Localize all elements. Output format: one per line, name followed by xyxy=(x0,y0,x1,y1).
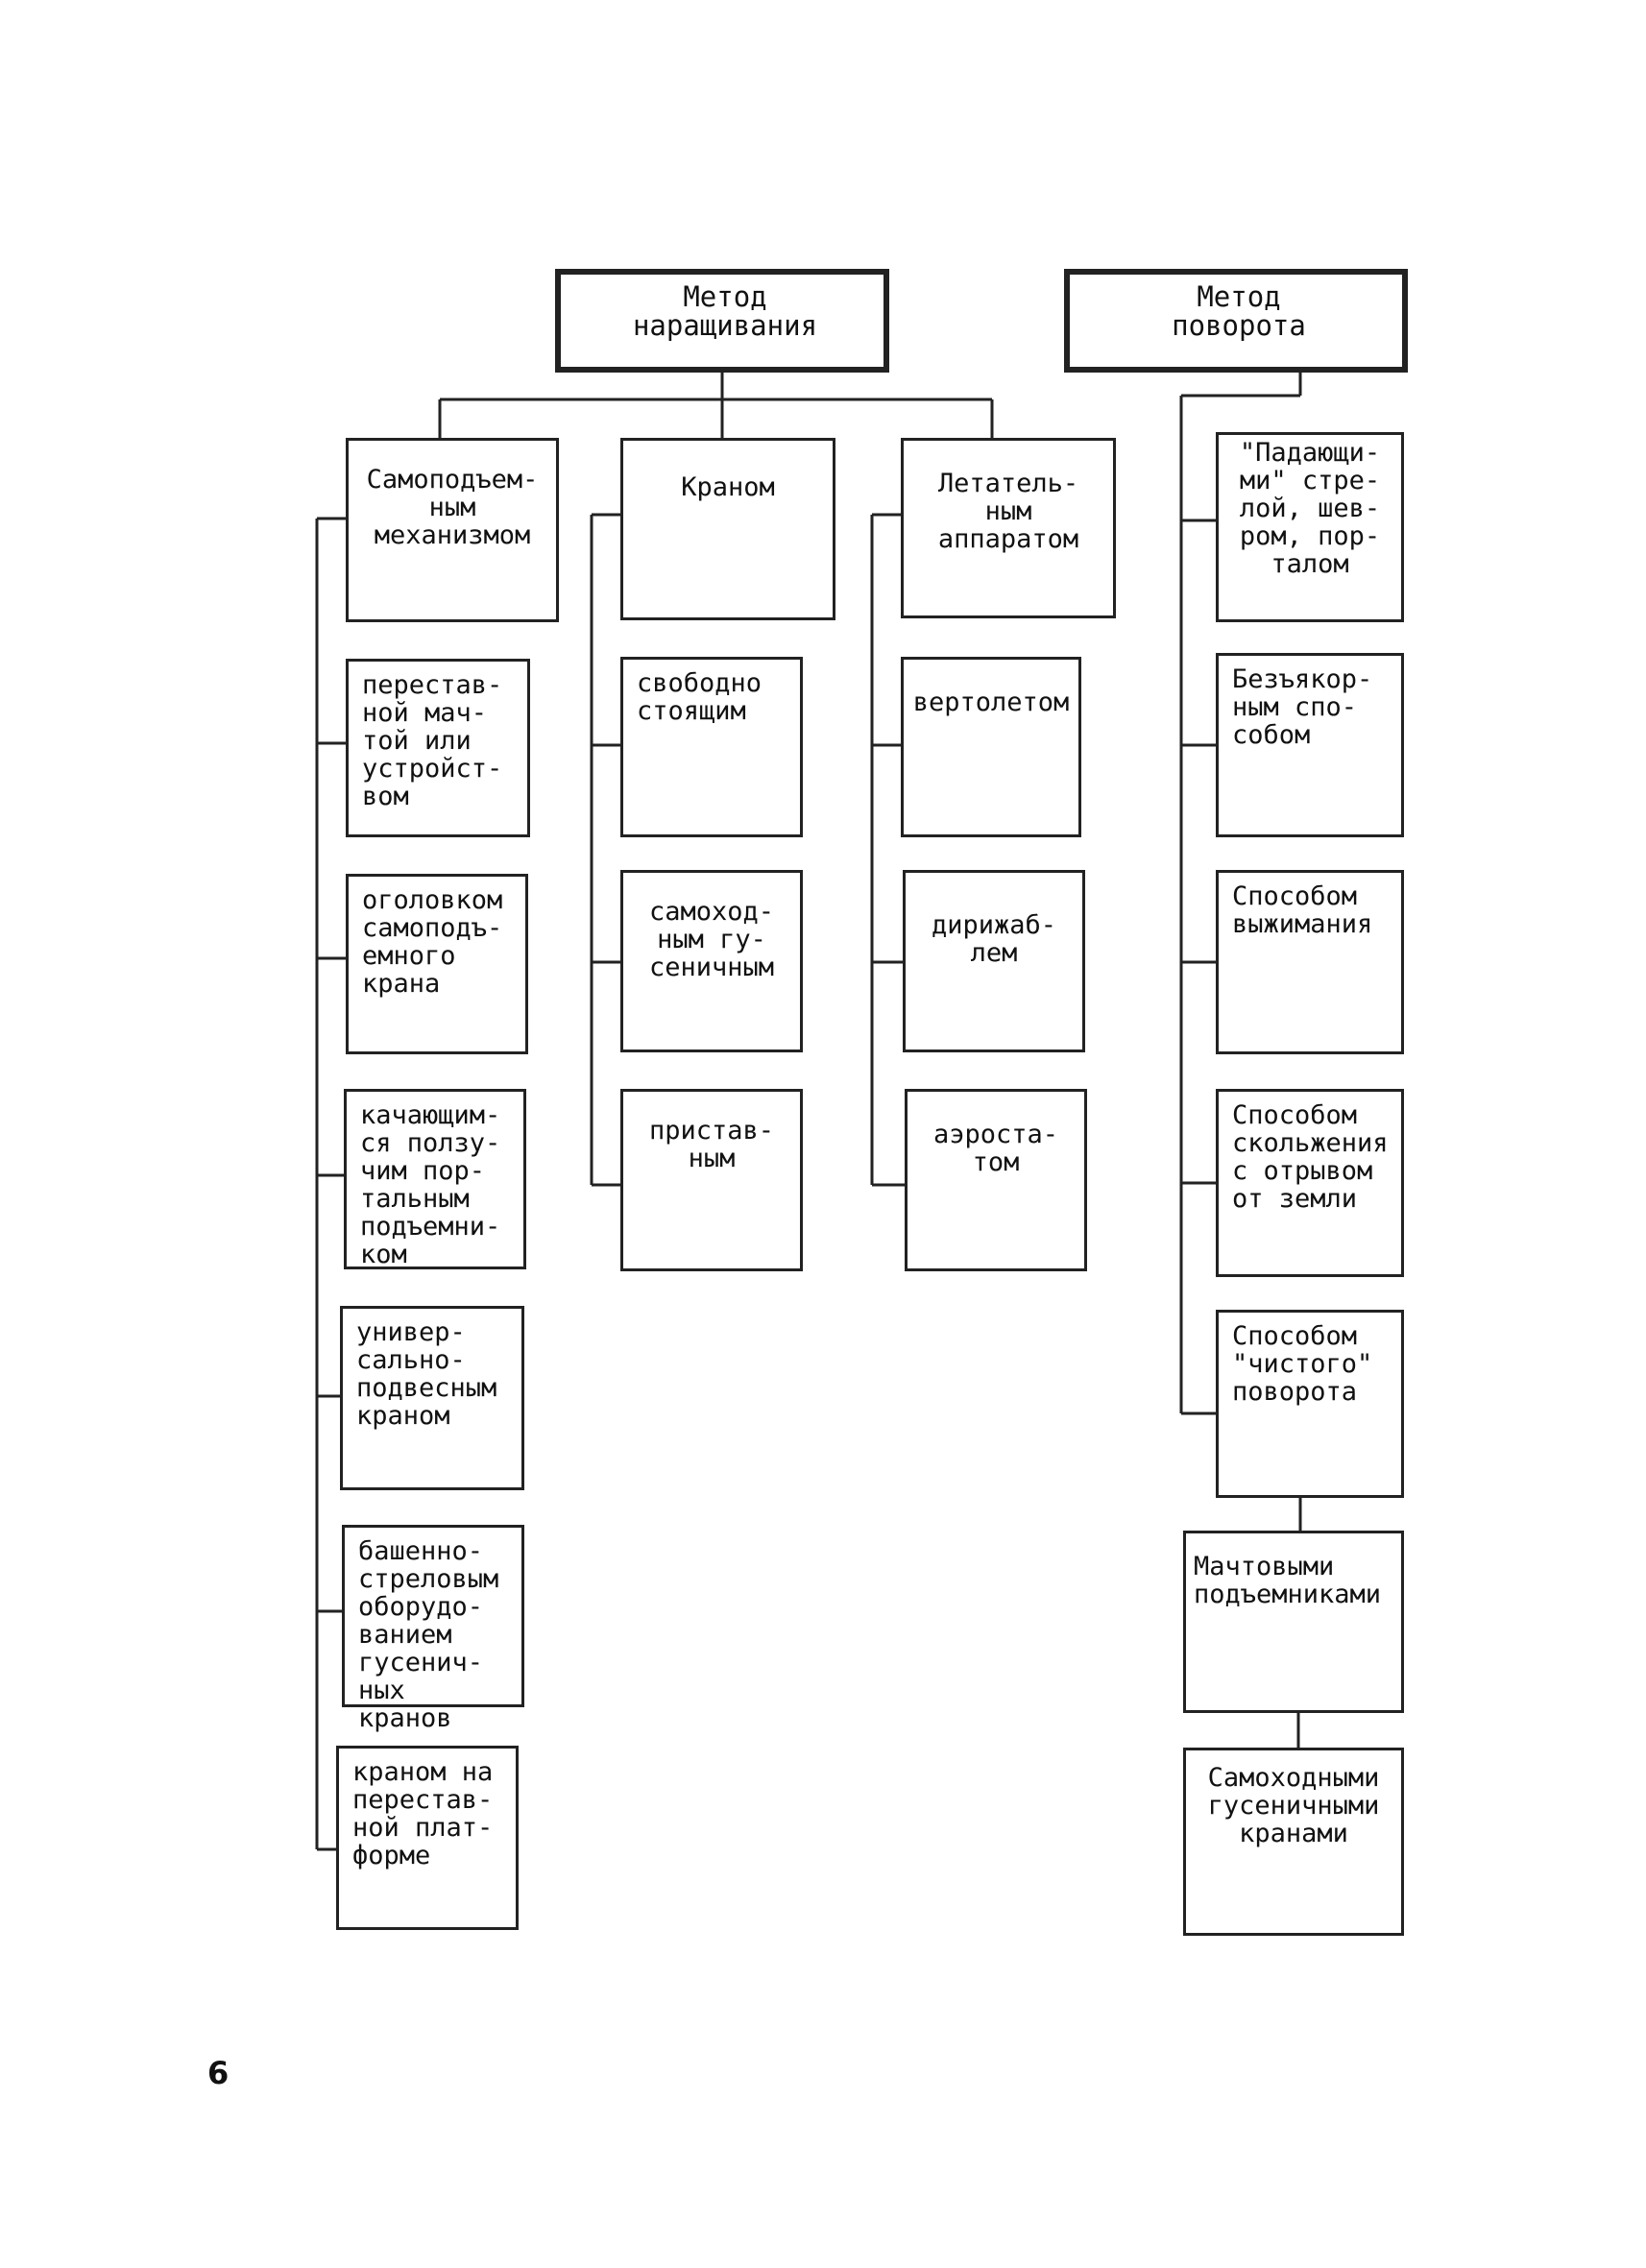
self-lift-item-3: качающим- ся ползу- чим пор- тальным под… xyxy=(344,1089,526,1269)
branch-crane: Краном xyxy=(620,438,835,620)
crane-item-1: свободно стоящим xyxy=(620,657,803,837)
rotation-chain-mast-lifters: Мачтовыми подъемниками xyxy=(1183,1531,1404,1713)
rotation-item-4: Способом скольжения с отрывом от земли xyxy=(1216,1089,1404,1277)
self-lift-item-1: перестав- ной мач- той или устройст- вом xyxy=(346,659,530,837)
branch-aircraft: Летатель- ным аппаратом xyxy=(901,438,1116,618)
rotation-item-3: Способом выжимания xyxy=(1216,870,1404,1054)
self-lift-item-2: оголовком самоподъ- емного крана xyxy=(346,874,528,1054)
rotation-chain-crawler-cranes: Самоходными гусеничными кранами xyxy=(1183,1748,1404,1936)
crane-item-3: пристав- ным xyxy=(620,1089,803,1271)
root-build-up-method: Метод наращивания xyxy=(555,269,889,373)
aircraft-item-3: аэроста- том xyxy=(905,1089,1087,1271)
aircraft-item-2: дирижаб- лем xyxy=(903,870,1085,1052)
rotation-item-5: Способом "чистого" поворота xyxy=(1216,1310,1404,1498)
self-lift-item-4: универ- сально- подвесным краном xyxy=(340,1306,524,1490)
branch-self-lift: Самоподъем- ным механизмом xyxy=(346,438,559,622)
self-lift-item-6: краном на перестав- ной плат- форме xyxy=(336,1746,519,1930)
rotation-item-2: Безъякор- ным спо- собом xyxy=(1216,653,1404,837)
page-number: 6 xyxy=(207,2055,230,2091)
rotation-item-1: "Падающи- ми" стре- лой, шев- ром, пор- … xyxy=(1216,432,1404,622)
aircraft-item-1: вертолетом xyxy=(901,657,1081,837)
crane-item-2: самоход- ным гу- сеничным xyxy=(620,870,803,1052)
self-lift-item-5: башенно- стреловым оборудо- ванием гусен… xyxy=(342,1525,524,1732)
root-rotation-method: Метод поворота xyxy=(1064,269,1408,373)
